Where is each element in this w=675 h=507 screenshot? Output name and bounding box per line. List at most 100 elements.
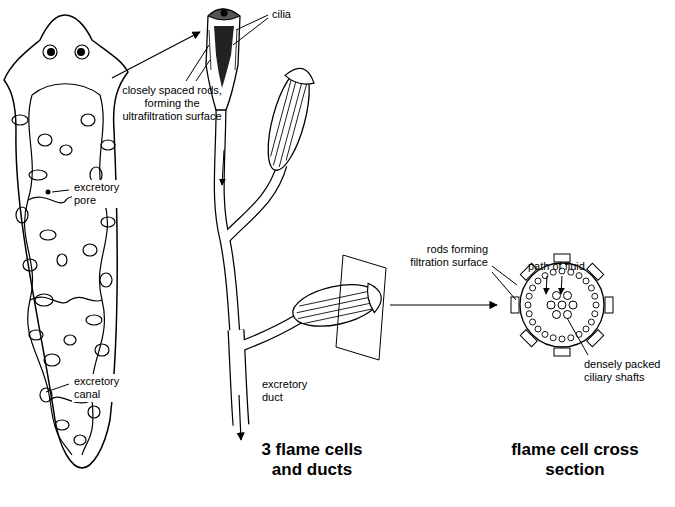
canal-loop <box>83 244 97 256</box>
canal-loop <box>16 207 28 223</box>
leader-line <box>492 272 516 300</box>
part-label: closely spaced rods, forming the ultrafi… <box>120 84 224 123</box>
pointer-arrow <box>112 32 200 78</box>
canal-loop <box>23 259 37 271</box>
rod-dot <box>526 311 532 317</box>
filtration-rods <box>209 30 237 70</box>
canal-loop <box>101 217 115 227</box>
canal-loop <box>57 254 67 266</box>
rod-dot <box>588 285 594 291</box>
flow-arrow <box>222 150 224 185</box>
pore <box>46 190 51 195</box>
leader-line <box>233 18 268 45</box>
rod <box>279 74 304 167</box>
part-label: excretory canal <box>72 374 132 402</box>
rod-dot <box>568 335 574 341</box>
ciliary-shafts <box>547 292 577 319</box>
part-label: rods forming filtration surface <box>398 243 488 269</box>
canal-loop <box>64 335 76 345</box>
duct-wall <box>236 318 300 348</box>
shaft-dot <box>569 301 577 309</box>
canal-loop <box>44 354 60 366</box>
canal-loop <box>100 273 112 287</box>
canal-loop <box>55 420 69 430</box>
canal-loop <box>101 140 115 150</box>
canal-loop <box>74 435 86 445</box>
canal-loop <box>35 294 53 306</box>
rod-dot <box>530 285 536 291</box>
rod-dot <box>542 331 548 337</box>
part-label: densely packed ciliary shafts <box>584 358 670 384</box>
rod-ring <box>525 268 599 342</box>
rod <box>273 73 298 166</box>
canal-loop <box>40 230 56 240</box>
eye <box>75 45 89 59</box>
rod-tab <box>554 348 570 356</box>
leader-line <box>546 276 547 294</box>
canal <box>32 84 100 95</box>
leader-lines <box>186 15 588 355</box>
canal-loop <box>86 315 102 325</box>
leader-line <box>561 276 562 294</box>
rod-dot <box>592 311 598 317</box>
flow-arrow <box>239 395 241 440</box>
rod-dot <box>583 326 589 332</box>
part-label: path of fluid <box>528 260 618 273</box>
rod <box>209 30 211 70</box>
duct-lumen <box>236 318 300 348</box>
canal-loop <box>29 330 43 340</box>
leader-line <box>196 60 210 81</box>
canal-loop <box>12 115 28 125</box>
cell-outline <box>520 263 604 347</box>
cell-cap <box>365 281 384 313</box>
flame-cell <box>289 277 385 333</box>
eye <box>43 45 57 59</box>
cilia-tuft <box>214 26 234 88</box>
leader-line <box>236 15 268 30</box>
cell-cap <box>284 65 317 87</box>
rod-tab <box>605 297 613 313</box>
rod-dot <box>576 331 582 337</box>
rod <box>271 79 292 156</box>
figure-title: flame cell cross section <box>508 440 642 480</box>
rod-dot <box>526 293 532 299</box>
shaft-dot <box>553 311 561 319</box>
leader-line <box>52 190 69 192</box>
rod <box>299 291 369 306</box>
canal-loop <box>38 134 52 146</box>
part-label: excretory pore <box>72 180 132 208</box>
flame-cell <box>260 64 318 174</box>
rod-dot <box>535 278 541 284</box>
cell-body <box>260 65 318 174</box>
leader-line <box>567 318 588 355</box>
rod-dot <box>550 335 556 341</box>
canal-loop <box>81 114 95 126</box>
rod-dot <box>583 278 589 284</box>
leader-line <box>492 266 517 285</box>
rod-dot <box>535 326 541 332</box>
cell-cap <box>208 9 240 20</box>
canal-loop <box>95 344 109 356</box>
part-label: cilia <box>272 8 332 21</box>
rod-dot <box>593 302 599 308</box>
duct-lumen <box>226 165 282 238</box>
pointer-arrow <box>390 304 497 305</box>
leader-line <box>186 45 209 81</box>
shaft-dot <box>564 311 572 319</box>
rod <box>235 30 237 70</box>
nucleus <box>221 10 228 17</box>
rod-dot <box>576 273 582 279</box>
leader-line <box>46 384 69 392</box>
shaft-dot <box>547 301 555 309</box>
shaft-dot <box>564 292 572 300</box>
eye-spot <box>47 48 55 56</box>
part-label: excretory duct <box>262 378 322 404</box>
rod-dot <box>588 319 594 325</box>
shaft-dot <box>553 292 561 300</box>
canal-loop <box>29 170 47 180</box>
duct-wall <box>226 165 282 238</box>
canal <box>25 95 72 455</box>
